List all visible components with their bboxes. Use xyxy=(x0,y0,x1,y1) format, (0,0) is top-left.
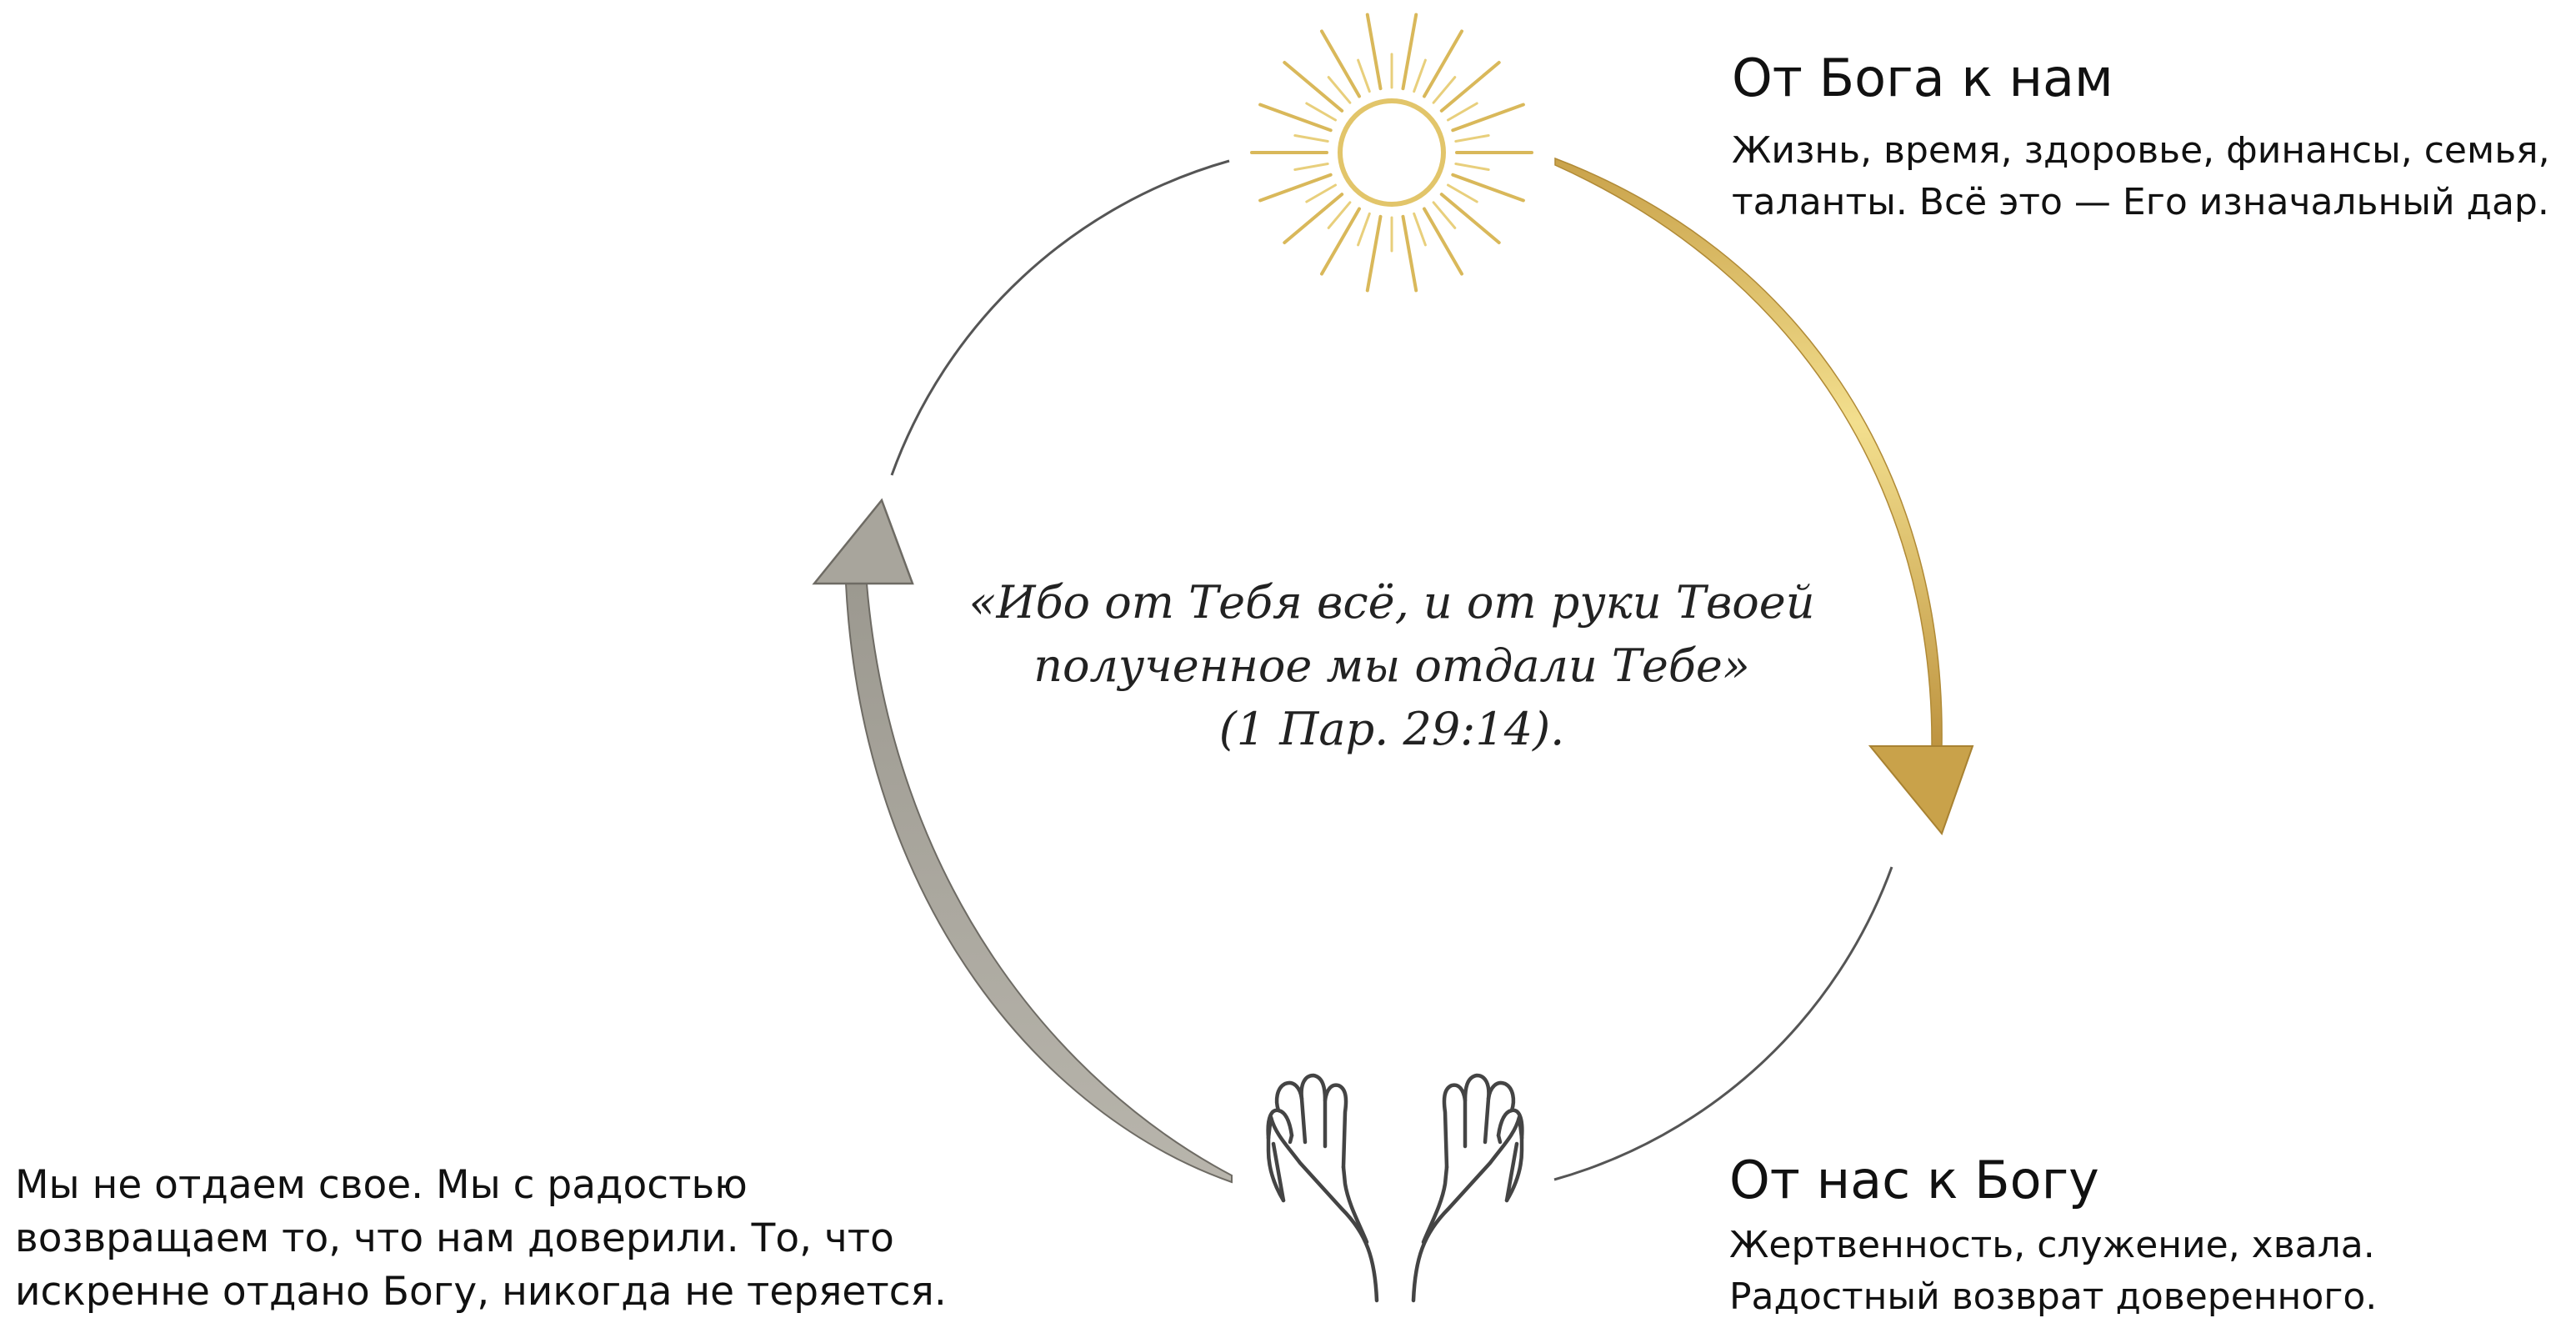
bottom-left-description: Мы не отдаем свое. Мы с радостью возвращ… xyxy=(15,1159,947,1319)
center-quote: «Ибо от Тебя всё, и от руки Твоей получе… xyxy=(917,571,1867,761)
sun-ray xyxy=(1432,201,1457,229)
sun-ray xyxy=(1305,102,1337,122)
sun-ray xyxy=(1423,29,1463,98)
sun-ray xyxy=(1283,193,1344,244)
sun-ray xyxy=(1401,214,1418,293)
quote-citation: (1 Пар. 29:14). xyxy=(1218,703,1565,755)
bottom-right-description: Жертвенность, служение, хвала. Радостный… xyxy=(1729,1220,2377,1323)
quote-line-2: полученное мы отдали Тебе» xyxy=(1033,639,1750,692)
top-right-line-1: Жизнь, время, здоровье, финансы, семья, xyxy=(1732,129,2550,172)
top-right-heading: От Бога к нам xyxy=(1732,48,2113,108)
sun-ray xyxy=(1451,103,1525,133)
sun-ray xyxy=(1293,134,1329,143)
sun-ray xyxy=(1283,61,1344,113)
circle-arc-bottom-right xyxy=(1553,866,1893,1181)
sun-ray xyxy=(1439,193,1501,244)
bottom-right-line-2: Радостный возврат доверенного. xyxy=(1729,1275,2378,1318)
sun-ray xyxy=(1432,76,1457,104)
bottom-right-line-1: Жертвенность, служение, хвала. xyxy=(1729,1224,2375,1266)
sun-ray xyxy=(1327,201,1352,229)
sun-ray xyxy=(1320,29,1361,98)
left-hand-icon xyxy=(1266,1073,1379,1303)
top-right-description: Жизнь, время, здоровье, финансы, семья, … xyxy=(1732,125,2550,228)
sun-ray xyxy=(1320,207,1361,276)
sun-ray xyxy=(1357,212,1371,247)
sun-ray xyxy=(1423,207,1463,276)
bottom-right-heading: От нас к Богу xyxy=(1729,1150,2099,1210)
right-hand-icon xyxy=(1411,1073,1524,1303)
open-hands-icon xyxy=(1266,1073,1524,1303)
bottom-left-line-2: возвращаем то, что нам доверили. То, что xyxy=(15,1215,894,1261)
sun-ray xyxy=(1454,134,1490,143)
quote-line-1: «Ибо от Тебя всё, и от руки Твоей xyxy=(968,576,1815,629)
sun-ray xyxy=(1258,173,1333,203)
gold-arrow xyxy=(1554,157,1974,836)
sun-ray xyxy=(1357,58,1371,93)
sun-ray xyxy=(1413,58,1427,93)
sun-ray xyxy=(1447,102,1478,122)
bottom-left-line-1: Мы не отдаем свое. Мы с радостью xyxy=(15,1162,748,1208)
sun-ray xyxy=(1327,76,1352,104)
sun-ray xyxy=(1401,13,1418,91)
sun-ray xyxy=(1365,214,1383,293)
sun-ray xyxy=(1365,13,1383,91)
sun-ray xyxy=(1439,61,1501,113)
sun-ray xyxy=(1454,163,1490,171)
circle-arc-top-left xyxy=(890,159,1230,476)
sun-ray xyxy=(1447,183,1478,203)
sun-ray xyxy=(1413,212,1427,247)
sun-ray xyxy=(1258,103,1333,133)
sun-ray xyxy=(1451,173,1525,203)
sun-icon xyxy=(1250,13,1533,293)
grey-arrow xyxy=(812,498,1233,1184)
bottom-left-line-3: искренне отдано Богу, никогда не теряетс… xyxy=(15,1269,947,1315)
top-right-line-2: таланты. Всё это — Его изначальный дар. xyxy=(1732,181,2549,223)
sun-ray xyxy=(1293,163,1329,171)
sun-ray xyxy=(1305,183,1337,203)
